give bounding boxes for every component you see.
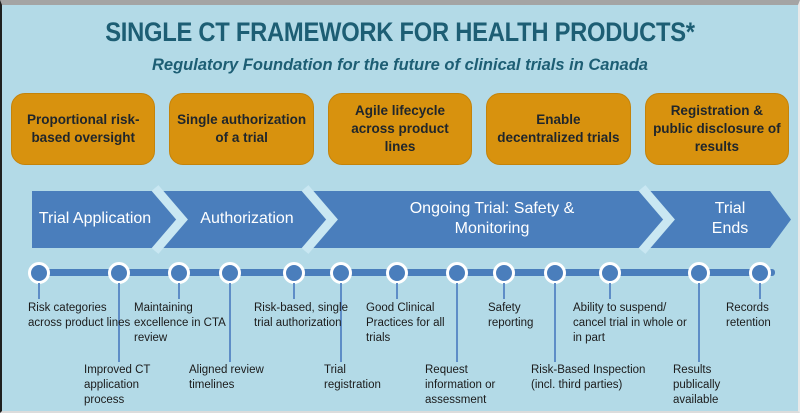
pillar-box-registration-disclosure: Registration & public disclosure of resu…: [644, 93, 790, 165]
pillar-row: Proportional risk-based oversight Single…: [11, 93, 790, 165]
timeline-connector: [609, 283, 611, 299]
timeline-connector: [396, 283, 398, 299]
arrow-band-shape: [32, 191, 791, 248]
stage-label-authorization: Authorization: [200, 210, 294, 227]
timeline-connector: [229, 283, 231, 362]
milestone-label: Trial registration: [324, 364, 381, 391]
milestone-label: Risk-based, single trial authorization: [254, 302, 348, 329]
timeline-dot: [544, 262, 566, 284]
timeline-dot: [219, 262, 241, 284]
stage-label-ongoing-trial: Ongoing Trial: Safety & Monitoring: [409, 200, 575, 237]
chevron-separator-icon: [638, 185, 675, 254]
timeline-dot: [108, 262, 130, 284]
timeline-dot: [168, 262, 190, 284]
timeline-connector: [698, 283, 700, 362]
milestone-label: Risk categories across product lines: [28, 302, 131, 329]
page-subtitle: Regulatory Foundation for the future of …: [152, 56, 648, 74]
chevron-separator-icon: [301, 185, 338, 254]
milestone-label: Safety reporting: [488, 302, 534, 329]
timeline-connector: [456, 283, 458, 362]
milestone-label: Request information or assessment: [425, 364, 496, 406]
timeline-connector: [503, 283, 505, 299]
milestone-label: Good Clinical Practices for all trials: [366, 302, 445, 344]
pillar-box-single-authorization: Single authorization of a trial: [169, 93, 314, 165]
milestone-label: Ability to suspend/ cancel trial in whol…: [573, 302, 687, 344]
pillar-box-proportional-oversight: Proportional risk-based oversight: [11, 93, 156, 165]
milestone-label: Maintaining excellence in CTA review: [134, 302, 226, 344]
timeline: Risk categories across product lines Imp…: [2, 262, 798, 411]
chevron-separator-icon: [151, 185, 188, 254]
timeline-dot: [749, 262, 771, 284]
milestone-label: Records retention: [726, 302, 771, 329]
timeline-connector: [293, 283, 295, 299]
timeline-connector: [118, 283, 120, 362]
stage-label-trial-application: Trial Application: [38, 210, 152, 227]
timeline-dot: [28, 262, 50, 284]
timeline-dot: [688, 262, 710, 284]
timeline-connector: [38, 283, 40, 299]
pillar-box-decentralized-trials: Enable decentralized trials: [486, 93, 631, 165]
page-title: SINGLE CT FRAMEWORK FOR HEALTH PRODUCTS*: [105, 17, 695, 47]
timeline-dot: [446, 262, 468, 284]
timeline-dot: [283, 262, 305, 284]
milestone-label: Results publically available: [673, 364, 721, 406]
timeline-connector: [759, 283, 761, 299]
milestone-label: Improved CT application process: [84, 364, 151, 406]
process-arrow-band: [32, 185, 791, 254]
timeline-dot: [386, 262, 408, 284]
stage-label-trial-ends: Trial Ends: [711, 200, 749, 237]
timeline-connector: [554, 283, 556, 362]
timeline-connector: [340, 283, 342, 362]
milestone-label: Aligned review timelines: [189, 364, 264, 391]
timeline-dot: [599, 262, 621, 284]
timeline-dot: [493, 262, 515, 284]
timeline-connector: [178, 283, 180, 299]
pillar-box-agile-lifecycle: Agile lifecycle across product lines: [327, 93, 473, 165]
milestone-label: Risk-Based Inspection (incl. third parti…: [531, 364, 646, 391]
timeline-dot: [330, 262, 352, 284]
